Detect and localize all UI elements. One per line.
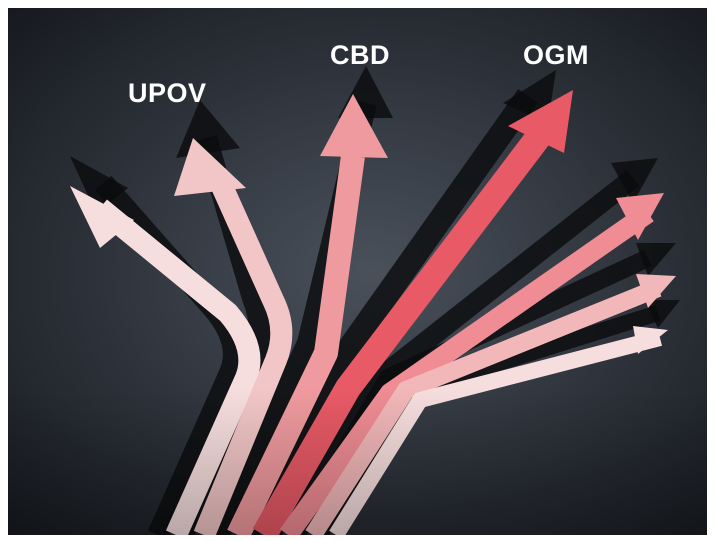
shadow-head-5: [611, 158, 658, 203]
shadow-head-6: [636, 243, 676, 276]
arrow-6-head: [636, 274, 676, 308]
arrow-1-head: [70, 186, 134, 248]
arrows-illustration: [8, 8, 707, 535]
label-upov: UPOV: [128, 78, 207, 108]
shadow-head-7: [644, 300, 680, 328]
arrow-5-head: [616, 193, 664, 240]
arrow-3-head: [320, 94, 388, 158]
shadow-head-1: [70, 156, 128, 213]
arrow-1-shaft: [93, 199, 261, 535]
arrow-7-head: [633, 326, 668, 354]
arrow-4-head: [508, 90, 573, 153]
arrow-2-shaft: [193, 168, 293, 535]
arrow-heads: [70, 90, 676, 354]
bottom-vignette: [8, 388, 707, 535]
label-cbd: CBD: [330, 40, 390, 70]
arrow-2-head: [174, 138, 246, 196]
label-ogm: OGM: [523, 40, 589, 70]
